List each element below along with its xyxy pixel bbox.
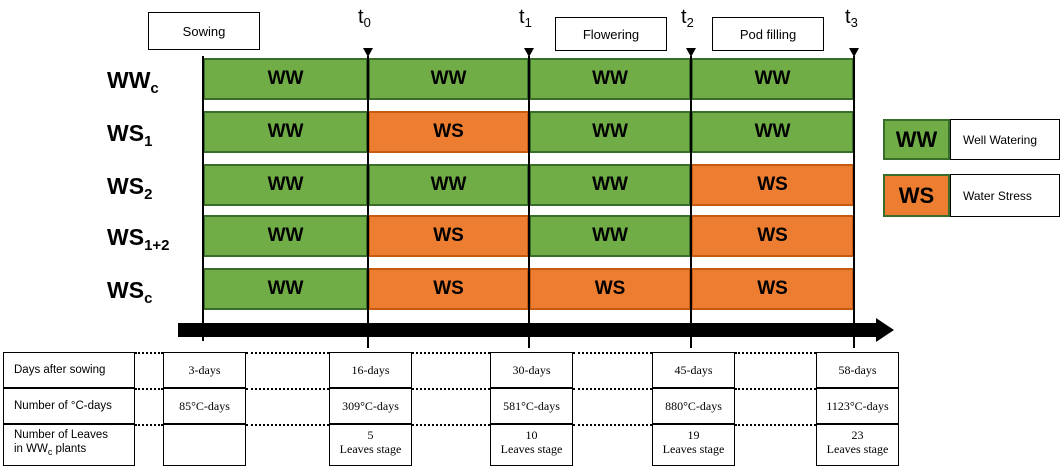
table-cell-days: 30-days [490, 352, 573, 388]
row-label-wsc: WSc [107, 277, 153, 307]
time-axis-arrowhead [876, 318, 894, 342]
table-cell-days: 58-days [816, 352, 899, 388]
table-cell-degree-days: 581°C-days [490, 388, 573, 424]
leaves-stage: Leaves stage [500, 442, 563, 456]
timepoint-arrow-t0 [363, 48, 373, 57]
row-label-ws1: WS1 [107, 120, 153, 150]
phase-box-pod-filling: Pod filling [712, 17, 824, 51]
treatment-cell: WS [691, 215, 854, 257]
treatment-cell: WW [368, 164, 529, 206]
treatment-cell: WW [691, 58, 854, 100]
table-cell-degree-days: 880°C-days [652, 388, 735, 424]
dotted-connector [412, 424, 490, 426]
table-cell-leaves [163, 424, 246, 466]
treatment-cell: WW [529, 164, 691, 206]
table-cell-days: 45-days [652, 352, 735, 388]
timepoint-arrow-t1 [524, 48, 534, 57]
phase-label-flowering: Flowering [582, 26, 640, 42]
timepoint-label-t2: t2 [681, 6, 694, 30]
table-cell-degree-days: 85°C-days [163, 388, 246, 424]
leaves-count: 10 [525, 428, 538, 442]
dotted-connector [735, 388, 816, 390]
timeline-line-t0 [367, 56, 369, 348]
table-cell-degree-days: 309°C-days [329, 388, 412, 424]
leaves-count: 5 [367, 428, 374, 442]
treatment-cell: WW [529, 111, 691, 153]
treatment-cell: WW [203, 215, 368, 257]
dotted-connector [573, 352, 652, 354]
leaves-stage: Leaves stage [662, 442, 725, 456]
timeline-line-start [202, 56, 204, 341]
leaves-stage: Leaves stage [826, 442, 889, 456]
phase-label-sowing: Sowing [182, 23, 226, 39]
table-header-days: Days after sowing [3, 352, 135, 388]
timepoint-label-t0: t0 [358, 6, 371, 30]
treatment-cell: WW [203, 111, 368, 153]
legend-ww-swatch: WW [883, 119, 950, 160]
treatment-cell: WW [368, 58, 529, 100]
phase-box-sowing: Sowing [148, 12, 260, 50]
leaves-count: 19 [687, 428, 700, 442]
timeline-line-t2 [690, 56, 692, 348]
timeline-line-t3 [853, 56, 855, 348]
treatment-cell: WW [203, 164, 368, 206]
treatment-cell: WW [203, 58, 368, 100]
row-label-ws12: WS1+2 [107, 224, 170, 254]
timepoint-arrow-t3 [849, 48, 859, 57]
table-header-leaves: Number of Leaves in WWc plants [3, 424, 135, 466]
table-header-degree-days: Number of °C-days [3, 388, 135, 424]
leaves-count: 23 [851, 428, 864, 442]
phase-label-pod-filling: Pod filling [739, 26, 797, 42]
dotted-connector [246, 352, 329, 354]
dotted-connector [735, 424, 816, 426]
treatment-cell: WW [203, 268, 368, 310]
dotted-connector [735, 352, 816, 354]
dotted-connector [412, 388, 490, 390]
dotted-connector [412, 352, 490, 354]
treatment-cell: WW [691, 111, 854, 153]
dotted-connector [573, 388, 652, 390]
row-label-wwc: WWc [107, 67, 159, 97]
treatment-cell: WS [529, 268, 691, 310]
treatment-cell: WS [691, 164, 854, 206]
time-axis-arrow [178, 323, 878, 337]
timepoint-arrow-t2 [686, 48, 696, 57]
timepoint-label-t3: t3 [845, 6, 858, 30]
treatment-cell: WS [368, 111, 529, 153]
legend-ws-label: Water Stress [950, 174, 1060, 217]
dotted-connector [246, 424, 329, 426]
table-cell-days: 3-days [163, 352, 246, 388]
dotted-connector [135, 388, 163, 390]
timeline-line-t1 [528, 56, 530, 348]
dotted-connector [573, 424, 652, 426]
treatment-cell: WS [368, 215, 529, 257]
row-label-ws2: WS2 [107, 173, 153, 203]
treatment-cell: WW [529, 215, 691, 257]
timepoint-label-t1: t1 [519, 6, 532, 30]
leaves-stage: Leaves stage [339, 442, 402, 456]
treatment-cell: WW [529, 58, 691, 100]
table-cell-degree-days: 1123°C-days [816, 388, 899, 424]
legend-ws-swatch: WS [883, 174, 950, 217]
dotted-connector [135, 424, 163, 426]
dotted-connector [135, 352, 163, 354]
table-cell-days: 16-days [329, 352, 412, 388]
treatment-cell: WS [368, 268, 529, 310]
phase-box-flowering: Flowering [555, 17, 667, 51]
treatment-cell: WS [691, 268, 854, 310]
dotted-connector [246, 388, 329, 390]
legend-ww-label: Well Watering [950, 119, 1060, 160]
